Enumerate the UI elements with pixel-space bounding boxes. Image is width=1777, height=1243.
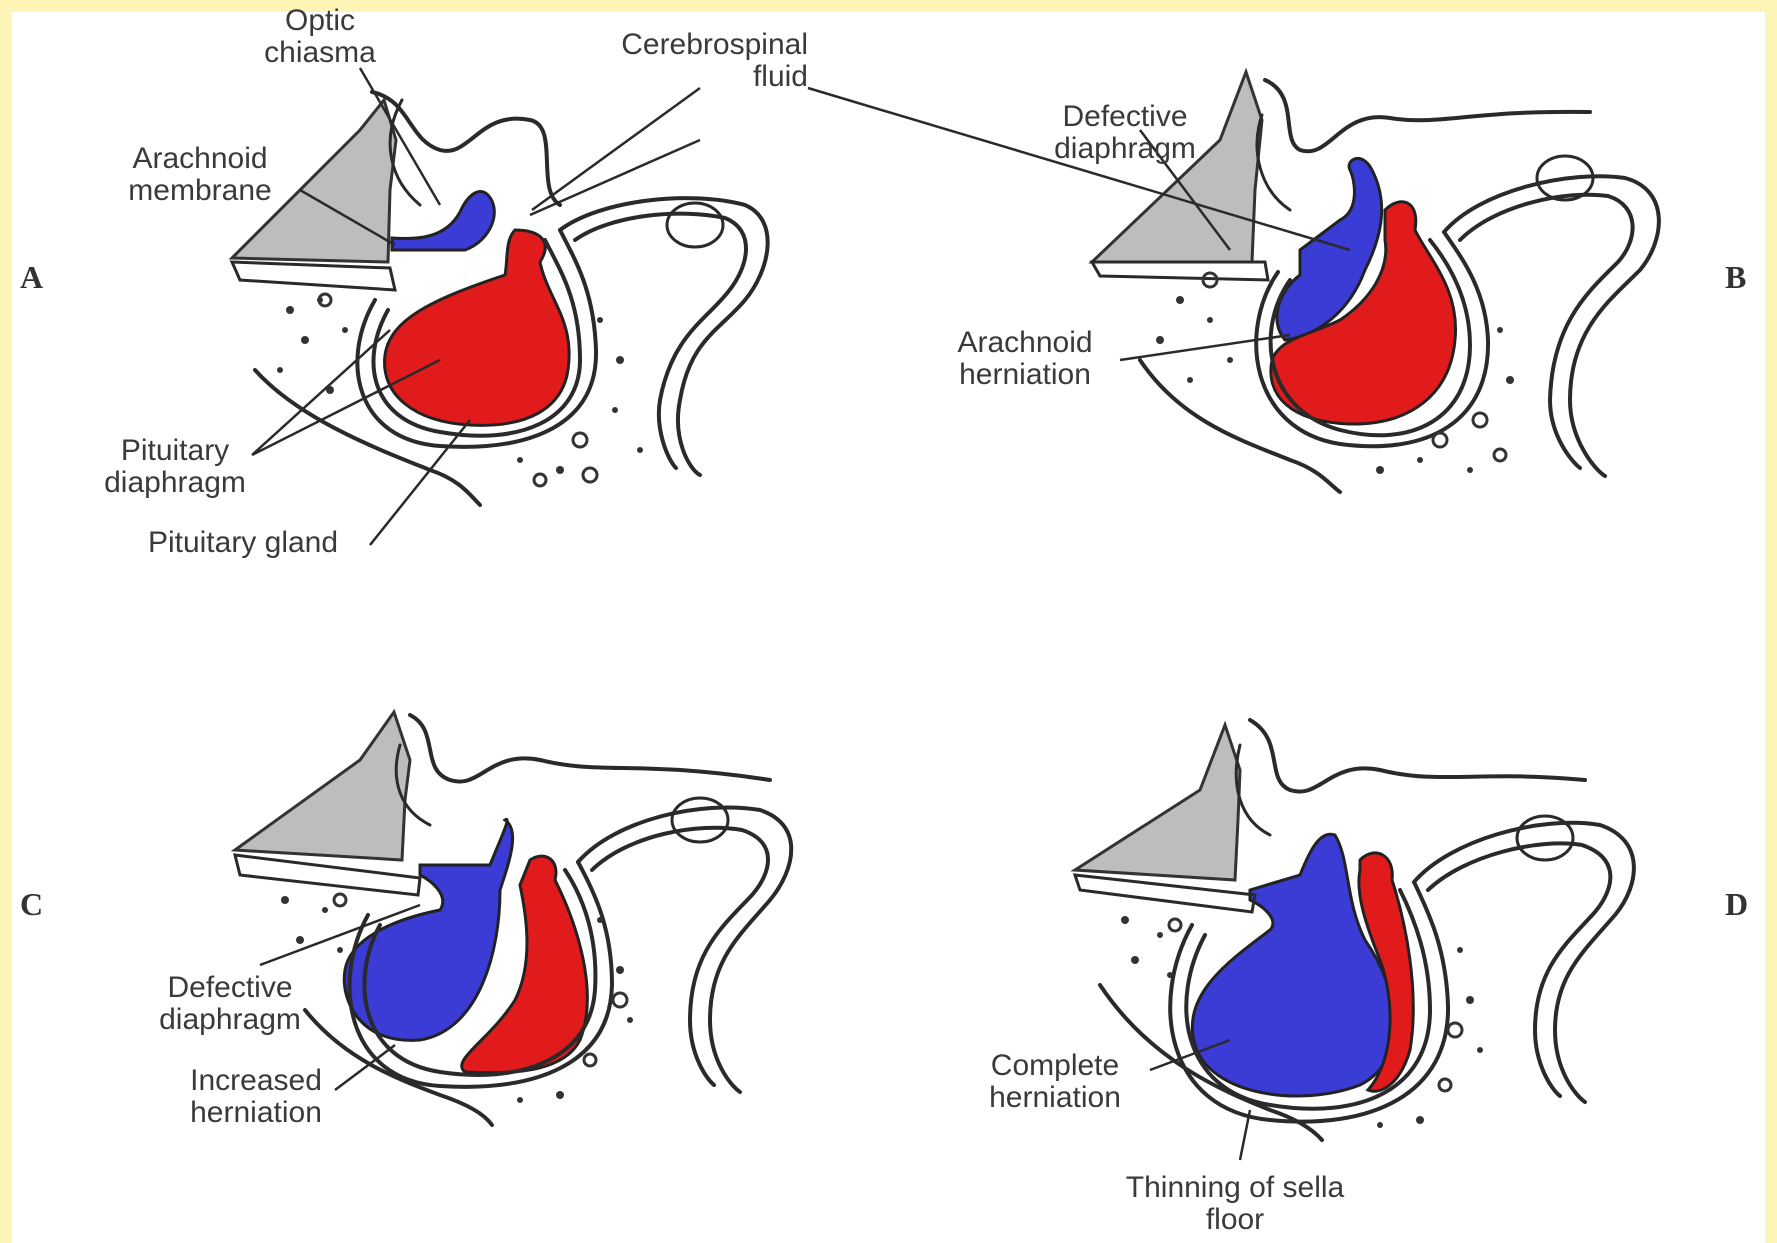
label-arachnoid-line2: membrane <box>128 174 271 207</box>
panel-b-leader-herniation <box>1120 335 1290 360</box>
label-b-defective-line1: Defective <box>1062 100 1187 133</box>
panel-a-leader-csf <box>530 88 700 215</box>
panel-c-tuberculum-line <box>235 855 420 895</box>
label-b-herniation-line2: herniation <box>959 358 1091 391</box>
label-csf-line2: fluid <box>753 60 808 93</box>
panel-d-dorsum <box>1414 823 1634 1102</box>
panel-c-dorsum-inner <box>592 828 768 1085</box>
panel-b-brain-contour <box>1265 80 1590 151</box>
label-b-herniation-line1: Arachnoid <box>957 326 1092 359</box>
panel-a-letter: A <box>20 259 43 295</box>
label-d-complete-line2: herniation <box>989 1081 1121 1114</box>
label-pituitary-gland: Pituitary gland <box>148 526 338 559</box>
panel-b: B Defective diaphragm Arachnoid herniati… <box>808 72 1746 492</box>
panel-a-sinus-circle <box>667 203 723 247</box>
panel-c: C Defective diaphragm Increased herniati… <box>20 712 791 1129</box>
panel-c-sinus-circle <box>672 798 728 842</box>
panel-c-brain-contour <box>410 715 770 782</box>
label-c-increased-line1: Increased <box>190 1064 322 1097</box>
panel-a-pituitary-gland <box>385 230 570 425</box>
panel-d-leader-thinning <box>1240 1110 1250 1160</box>
panel-b-letter: B <box>1725 259 1746 295</box>
panel-a-dorsum <box>560 198 768 475</box>
panel-a-csf-chiasma <box>392 191 494 250</box>
panel-c-letter: C <box>20 886 43 922</box>
panel-d-bone-wedge <box>1075 725 1240 880</box>
label-c-increased-line2: herniation <box>190 1096 322 1129</box>
panel-d-letter: D <box>1725 886 1748 922</box>
panel-a-dorsum-inner <box>575 214 746 468</box>
label-c-defective-line2: diaphragm <box>159 1003 301 1036</box>
label-d-thinning-line1: Thinning of sella <box>1126 1171 1345 1204</box>
panel-d-stalk-line <box>1236 745 1270 835</box>
panel-d: D Complete herniation Thinning of sella … <box>989 720 1748 1236</box>
label-c-defective-line1: Defective <box>167 971 292 1004</box>
label-d-thinning-line2: floor <box>1206 1203 1264 1236</box>
label-pituitary-diaphragm-line1: Pituitary <box>121 434 229 467</box>
panel-d-brain-contour <box>1250 720 1585 792</box>
label-csf-line1: Cerebrospinal <box>621 28 808 61</box>
label-optic-chiasma-line2: chiasma <box>264 36 376 69</box>
label-arachnoid-line1: Arachnoid <box>132 142 267 175</box>
panel-a-tuberculum-line <box>232 262 395 290</box>
panel-a: A Optic chiasma Cerebrospinal fluid Arac… <box>20 4 808 559</box>
panel-b-dorsum <box>1444 176 1659 476</box>
label-b-defective-line2: diaphragm <box>1054 132 1196 165</box>
panel-b-tuberculum-line <box>1092 262 1268 280</box>
panel-a-brain-contour <box>372 92 560 205</box>
label-optic-chiasma-line1: Optic <box>285 4 355 37</box>
panel-d-dorsum-inner <box>1428 843 1610 1096</box>
panel-c-bone-wedge <box>235 712 410 860</box>
label-pituitary-diaphragm-line2: diaphragm <box>104 466 246 499</box>
label-d-complete-line1: Complete <box>991 1049 1119 1082</box>
